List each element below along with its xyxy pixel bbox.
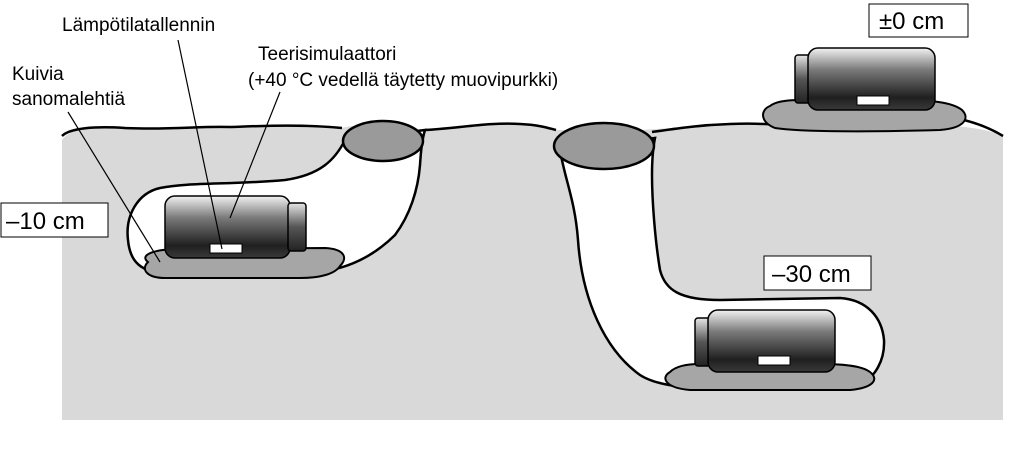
depth-box-minus30 xyxy=(763,255,872,291)
snow-plug-left xyxy=(341,119,425,163)
label-newspaper-line2: sanomalehtiä xyxy=(12,89,125,110)
label-logger: Lämpötilatallennin xyxy=(62,15,215,36)
depth-box-surface xyxy=(868,3,969,38)
snow-surface-line xyxy=(61,116,1004,138)
leader-simulator xyxy=(229,91,281,219)
grouse-simulator-can-deep xyxy=(694,309,836,373)
leader-logger xyxy=(177,39,223,250)
depth-label-minus30: –30 cm xyxy=(772,261,851,288)
depth-box-minus10 xyxy=(0,202,109,238)
label-simulator-line1: Teerisimulaattori xyxy=(258,44,396,65)
depth-label-surface: ±0 cm xyxy=(879,8,944,35)
leader-newspaper xyxy=(67,111,161,263)
label-newspaper-line1: Kuivia xyxy=(12,64,64,85)
grouse-simulator-can-surface xyxy=(794,47,936,111)
snow-plug-right xyxy=(552,121,656,171)
grouse-simulator-can-left xyxy=(164,195,307,259)
depth-label-minus10: –10 cm xyxy=(6,208,85,235)
label-simulator-line2: (+40 °C vedellä täytetty muovipurkki) xyxy=(248,70,558,91)
